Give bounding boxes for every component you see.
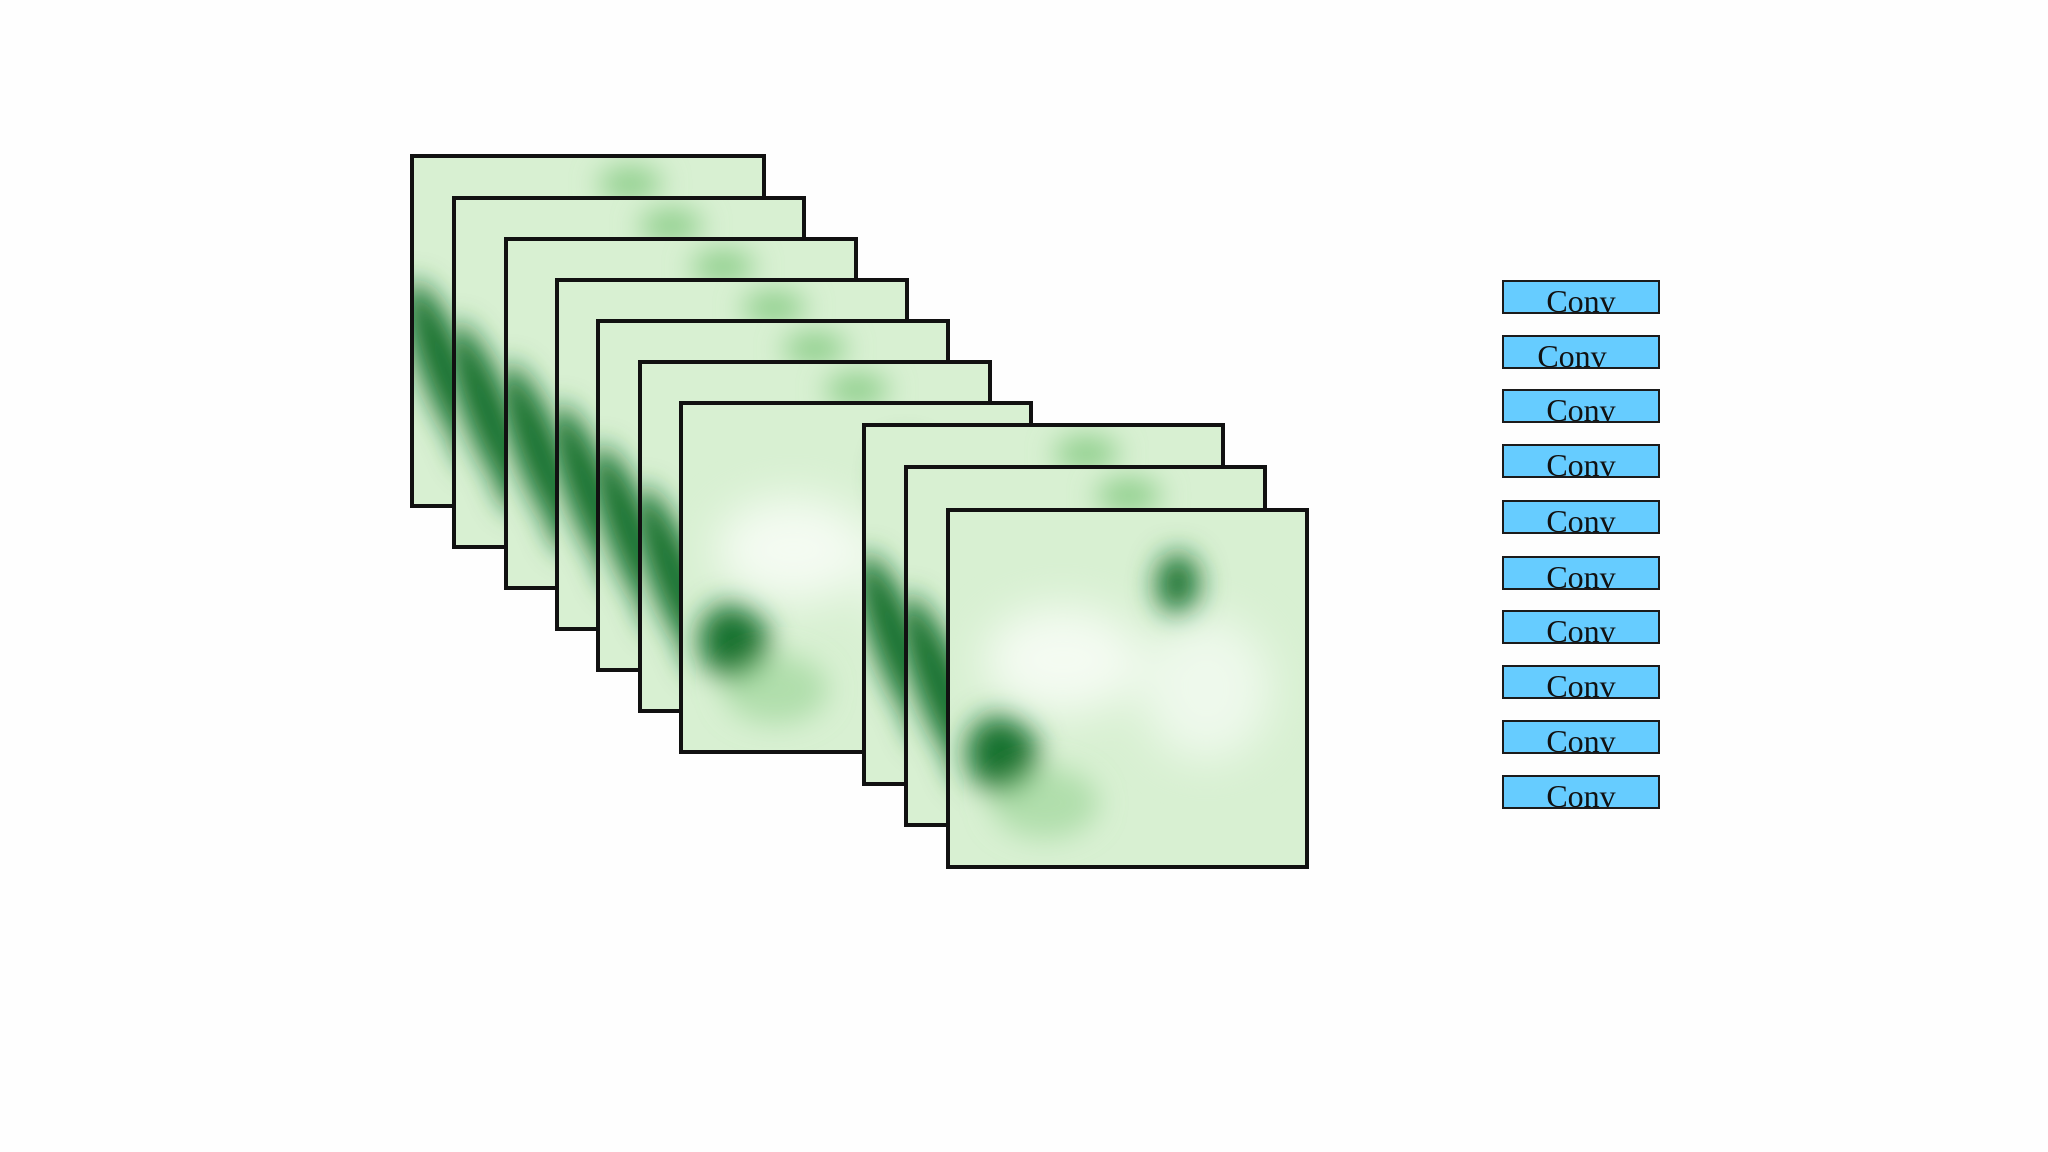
feature-map-10: [946, 508, 1309, 869]
feature-map-stack: [410, 154, 1309, 869]
